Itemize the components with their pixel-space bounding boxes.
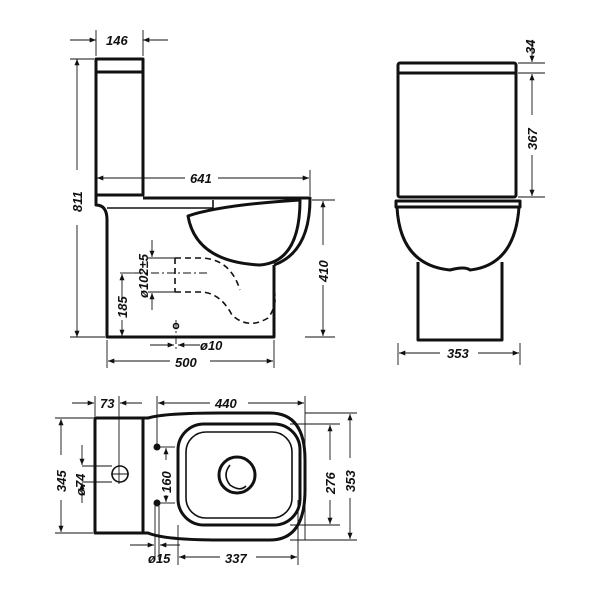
bowl-front [395,206,521,272]
dim-337: 337 [225,551,247,566]
pan-side [94,195,312,339]
dim-345: 345 [54,470,69,492]
top-view: 73 440 345 ø74 160 276 353 ø15 337 [54,396,358,566]
dim-276: 276 [323,472,338,495]
side-view: 146 811 641 410 185 ø102±5 ø10 500 [70,30,335,370]
dim-73: 73 [100,396,115,411]
dim-146: 146 [106,33,128,48]
dim-440: 440 [214,396,237,411]
dim-410: 410 [316,260,331,283]
dim-160: 160 [159,471,174,493]
dim-185: 185 [115,296,130,318]
dim-500: 500 [175,355,197,370]
dim-641: 641 [190,171,212,186]
front-view: 34 367 353 [394,39,545,365]
cistern-side [94,57,145,197]
bowl-interior [186,198,302,267]
dim-water-inlet: ø74 [73,473,88,496]
dim-353-top: 353 [343,470,358,492]
cistern-front [396,61,518,199]
dim-34: 34 [523,39,538,54]
dim-353-front: 353 [447,346,469,361]
seat-rim [176,422,302,527]
dim-fix-hole-side: ø10 [200,338,223,353]
outlet-hole [217,455,257,495]
dim-811: 811 [70,191,85,212]
dim-fix-hole-top: ø15 [148,551,171,566]
dim-367: 367 [525,128,540,150]
dim-outlet-diameter: ø102±5 [136,253,151,298]
